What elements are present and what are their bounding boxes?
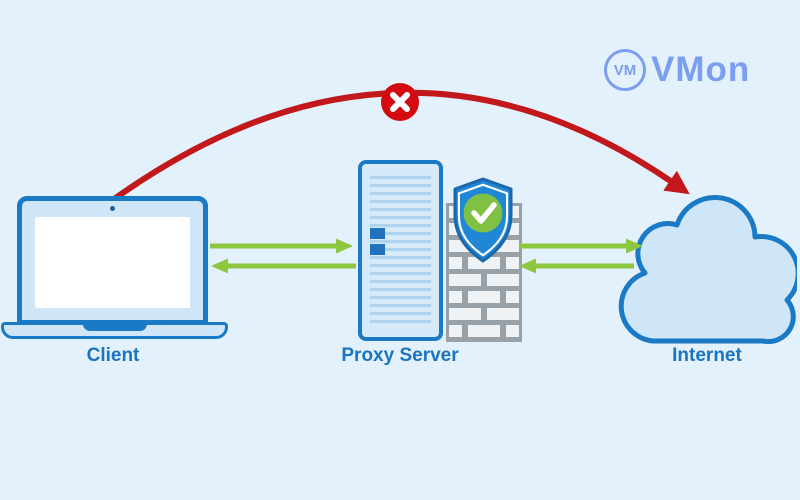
laptop-base [1,322,228,339]
laptop-icon [17,196,208,325]
logo-name: VMon [651,50,751,89]
laptop-screen [35,217,190,308]
vmon-logo: VM VMon [604,49,750,91]
internet-label: Internet [672,345,742,366]
server-drive-icon [370,244,385,255]
server-drive-icon [370,228,385,239]
laptop-notch [82,324,147,331]
cloud-icon [618,194,797,345]
proxy-label: Proxy Server [341,345,459,366]
shield-check-icon [453,177,513,263]
server-icon [358,160,443,341]
vm-monogram-icon: VM [604,49,646,91]
client-label: Client [86,345,140,366]
webcam-dot-icon [109,206,115,211]
blocked-x-icon [381,83,419,121]
